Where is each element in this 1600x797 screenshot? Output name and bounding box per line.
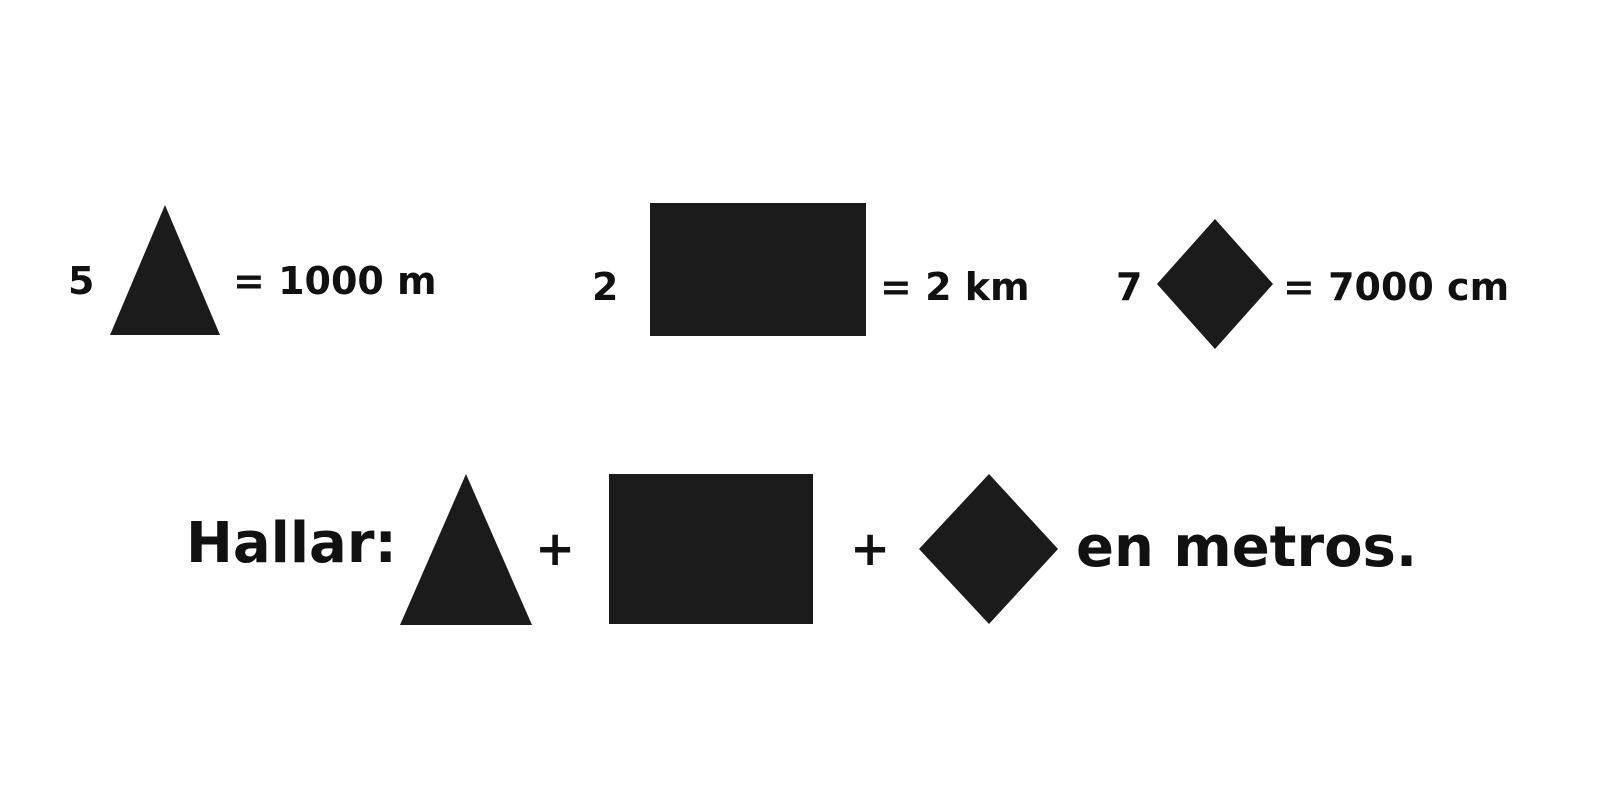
diamond-icon (919, 474, 1058, 624)
diamond-icon (1157, 219, 1273, 349)
triangle-icon (110, 205, 220, 335)
rectangle-icon (609, 474, 813, 624)
rectangle-result: = 2 km (880, 265, 1030, 309)
triangle-count: 5 (68, 259, 95, 303)
plus-operator: + (850, 521, 891, 577)
triangle-icon (400, 474, 532, 625)
rectangle-count: 2 (592, 265, 619, 309)
rectangle-icon (650, 203, 866, 336)
diamond-result: = 7000 cm (1283, 265, 1510, 309)
task-suffix: en metros. (1076, 515, 1418, 580)
task-label: Hallar: (186, 511, 397, 576)
triangle-result: = 1000 m (233, 259, 437, 303)
diamond-count: 7 (1116, 265, 1143, 309)
plus-operator: + (535, 521, 576, 577)
